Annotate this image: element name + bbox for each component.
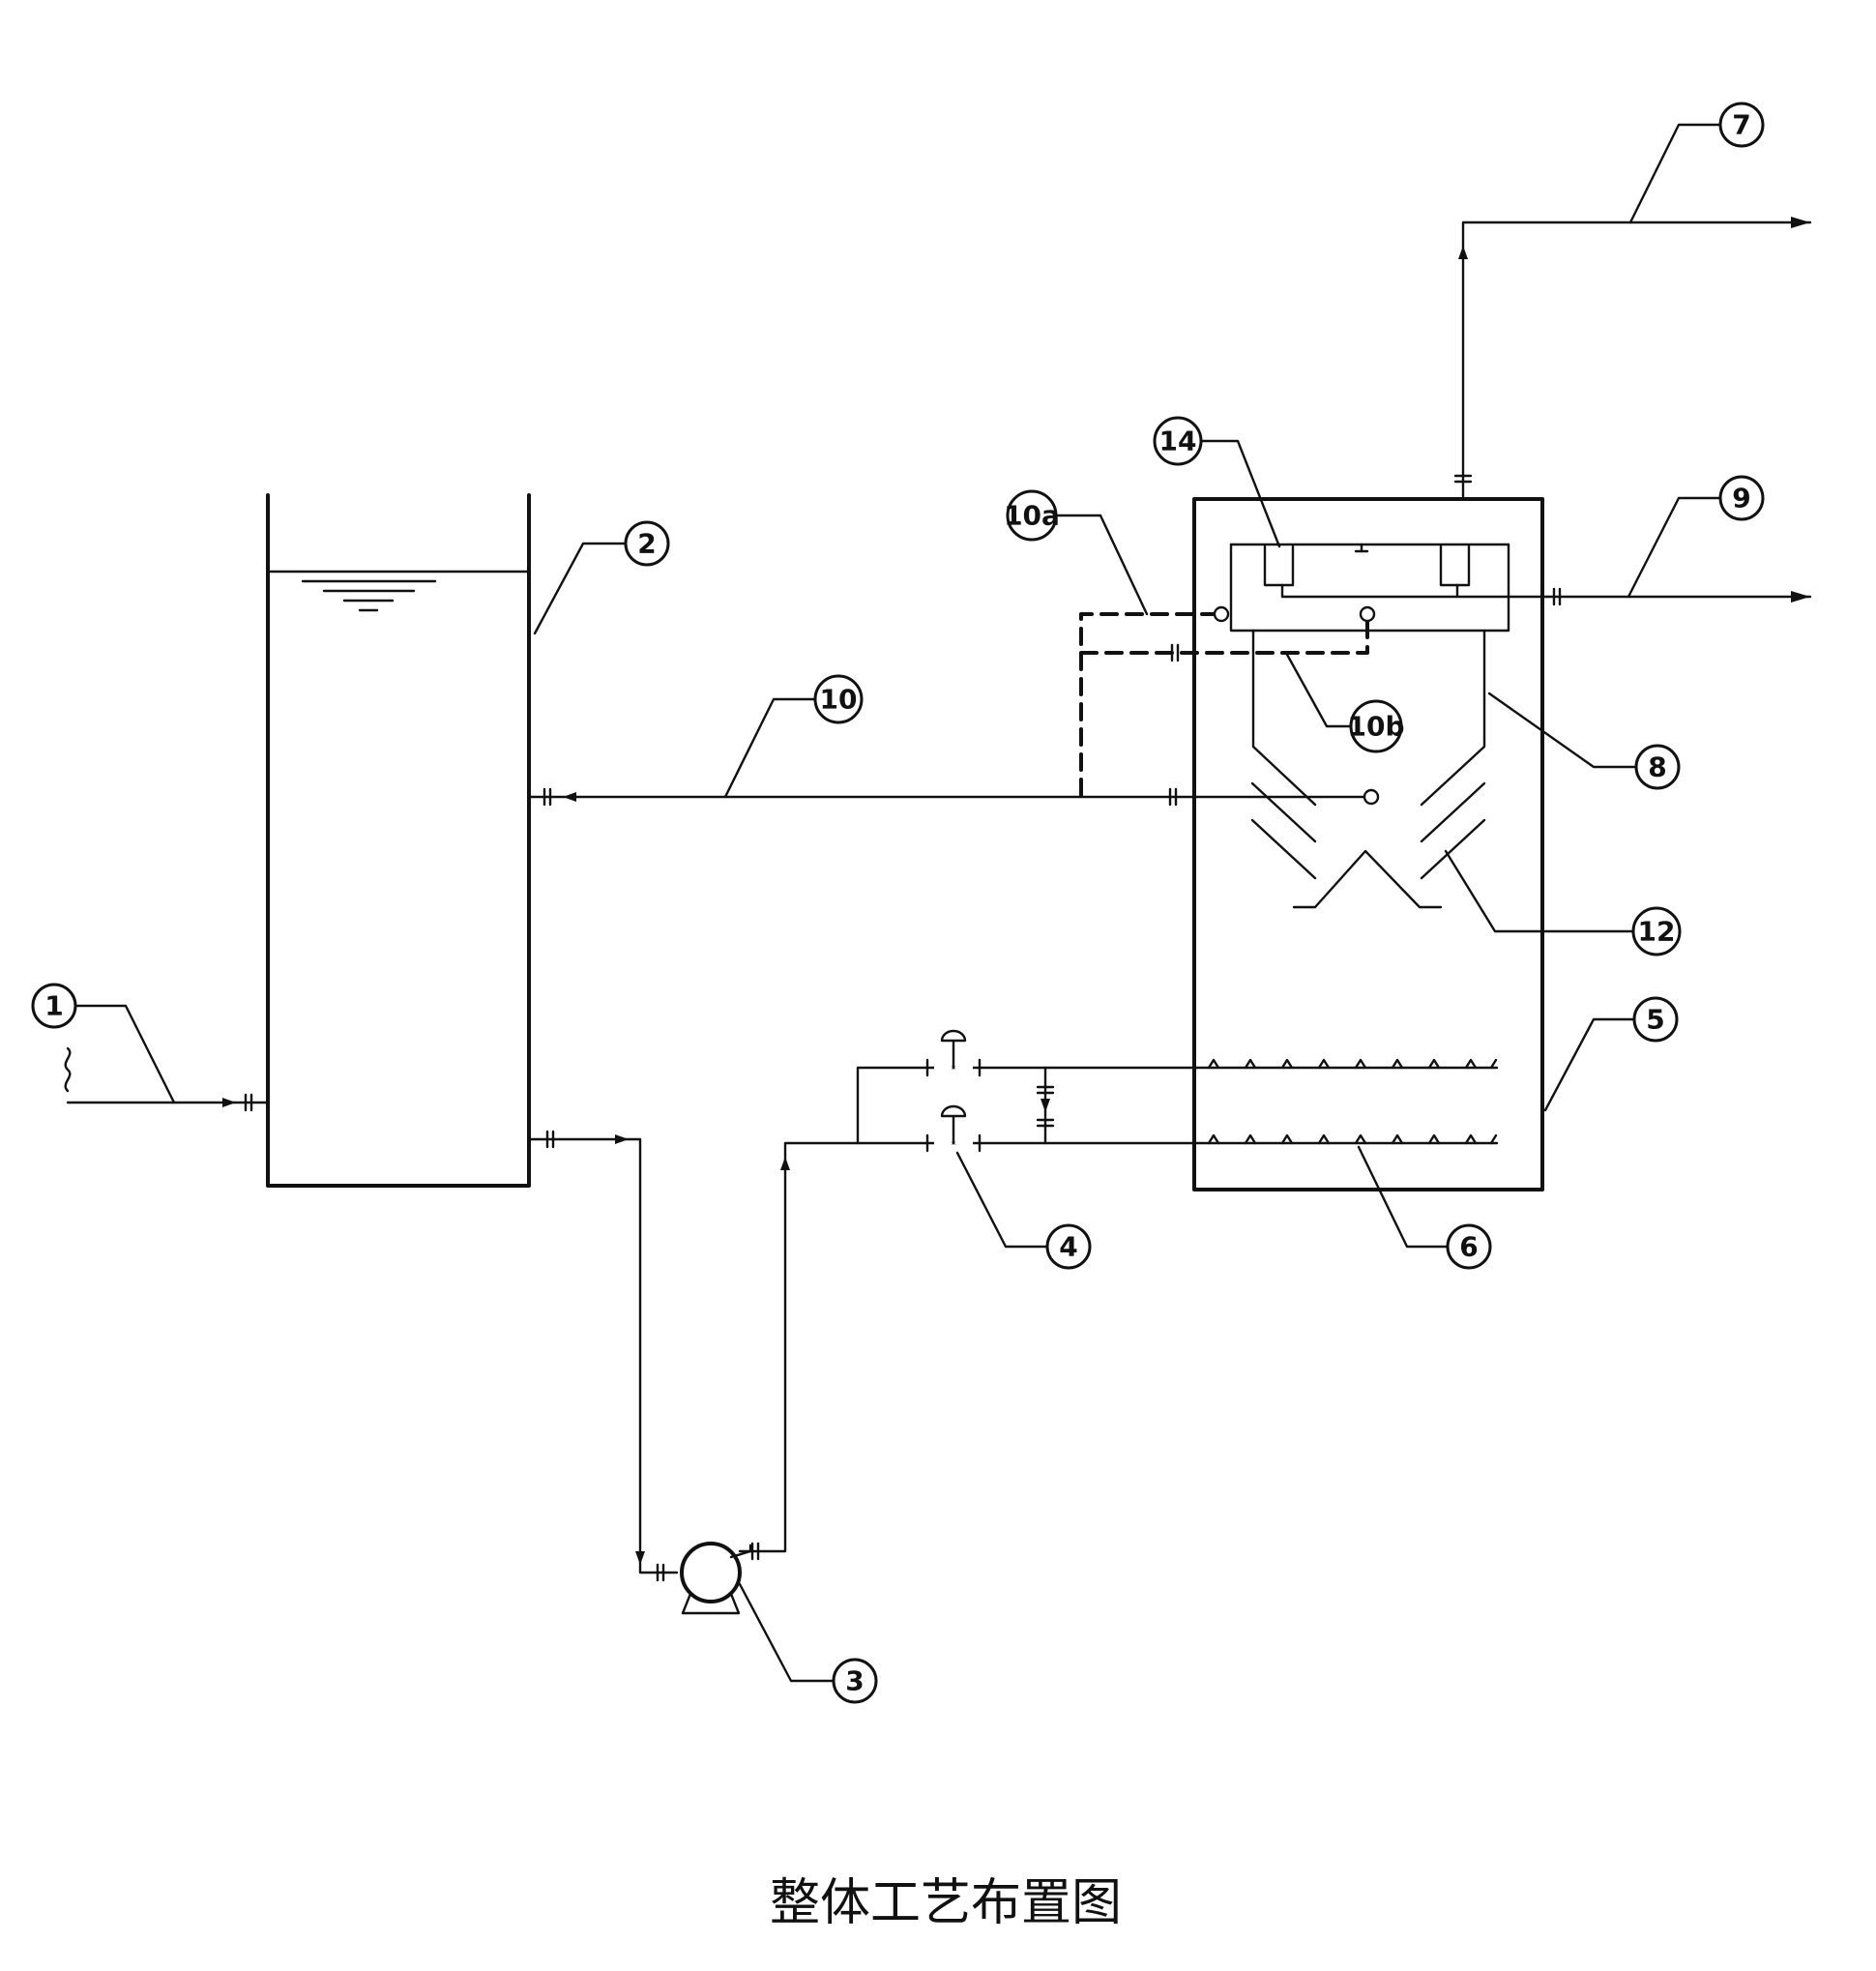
callout-9-label: 9	[1732, 483, 1750, 515]
lower-control-valve	[925, 1104, 982, 1153]
storage-tank	[266, 493, 531, 1188]
callout-3-label: 3	[845, 1665, 864, 1697]
upper-control-valve	[925, 1029, 982, 1077]
callout-3: 3	[738, 1582, 878, 1704]
callout-6-label: 6	[1459, 1231, 1478, 1263]
callout-4-label: 4	[1059, 1231, 1077, 1263]
callout-14-label: 14	[1159, 426, 1197, 457]
reactor-vessel	[1192, 497, 1544, 1191]
callout-14: 14	[1153, 416, 1281, 548]
recycle-line	[527, 787, 1380, 807]
sludge-return-dashed-lines	[1079, 605, 1376, 799]
callout-4: 4	[955, 1151, 1092, 1270]
callout-10b: 10b	[1284, 651, 1405, 753]
callout-5: 5	[1543, 996, 1679, 1112]
callout-10: 10	[723, 674, 864, 799]
callout-1-label: 1	[44, 990, 63, 1022]
callout-5-label: 5	[1646, 1004, 1664, 1036]
inclined-settling-plates	[1250, 781, 1486, 909]
inlet-pipe	[64, 1046, 270, 1112]
callout-10-label: 10	[820, 684, 858, 716]
pump-suction-line	[527, 1130, 679, 1582]
callout-2-label: 2	[637, 528, 656, 560]
three-phase-separator	[1229, 543, 1549, 807]
callout-12: 12	[1444, 849, 1682, 956]
callout-10b-label: 10b	[1347, 711, 1404, 743]
pump	[680, 1542, 752, 1615]
biogas-outlet-line	[1453, 217, 1812, 501]
callout-7-label: 7	[1732, 109, 1750, 141]
callout-7: 7	[1628, 102, 1765, 224]
callout-1: 1	[31, 983, 176, 1104]
callout-2: 2	[533, 520, 670, 635]
upper-aerator-nozzles	[1207, 1058, 1498, 1070]
lower-aerator-nozzles	[1207, 1133, 1498, 1145]
callout-8-label: 8	[1648, 751, 1666, 783]
callout-9: 9	[1627, 475, 1765, 599]
pump-discharge-line	[738, 1066, 1499, 1561]
callout-8: 8	[1487, 691, 1681, 790]
callout-12-label: 12	[1638, 916, 1676, 948]
callout-10a-label: 10a	[1004, 500, 1060, 532]
callout-10a: 10a	[1004, 489, 1149, 616]
figure-caption: 整体工艺布置图	[770, 1874, 1122, 1932]
effluent-outlet-line	[1545, 587, 1812, 606]
callout-6: 6	[1357, 1145, 1492, 1270]
